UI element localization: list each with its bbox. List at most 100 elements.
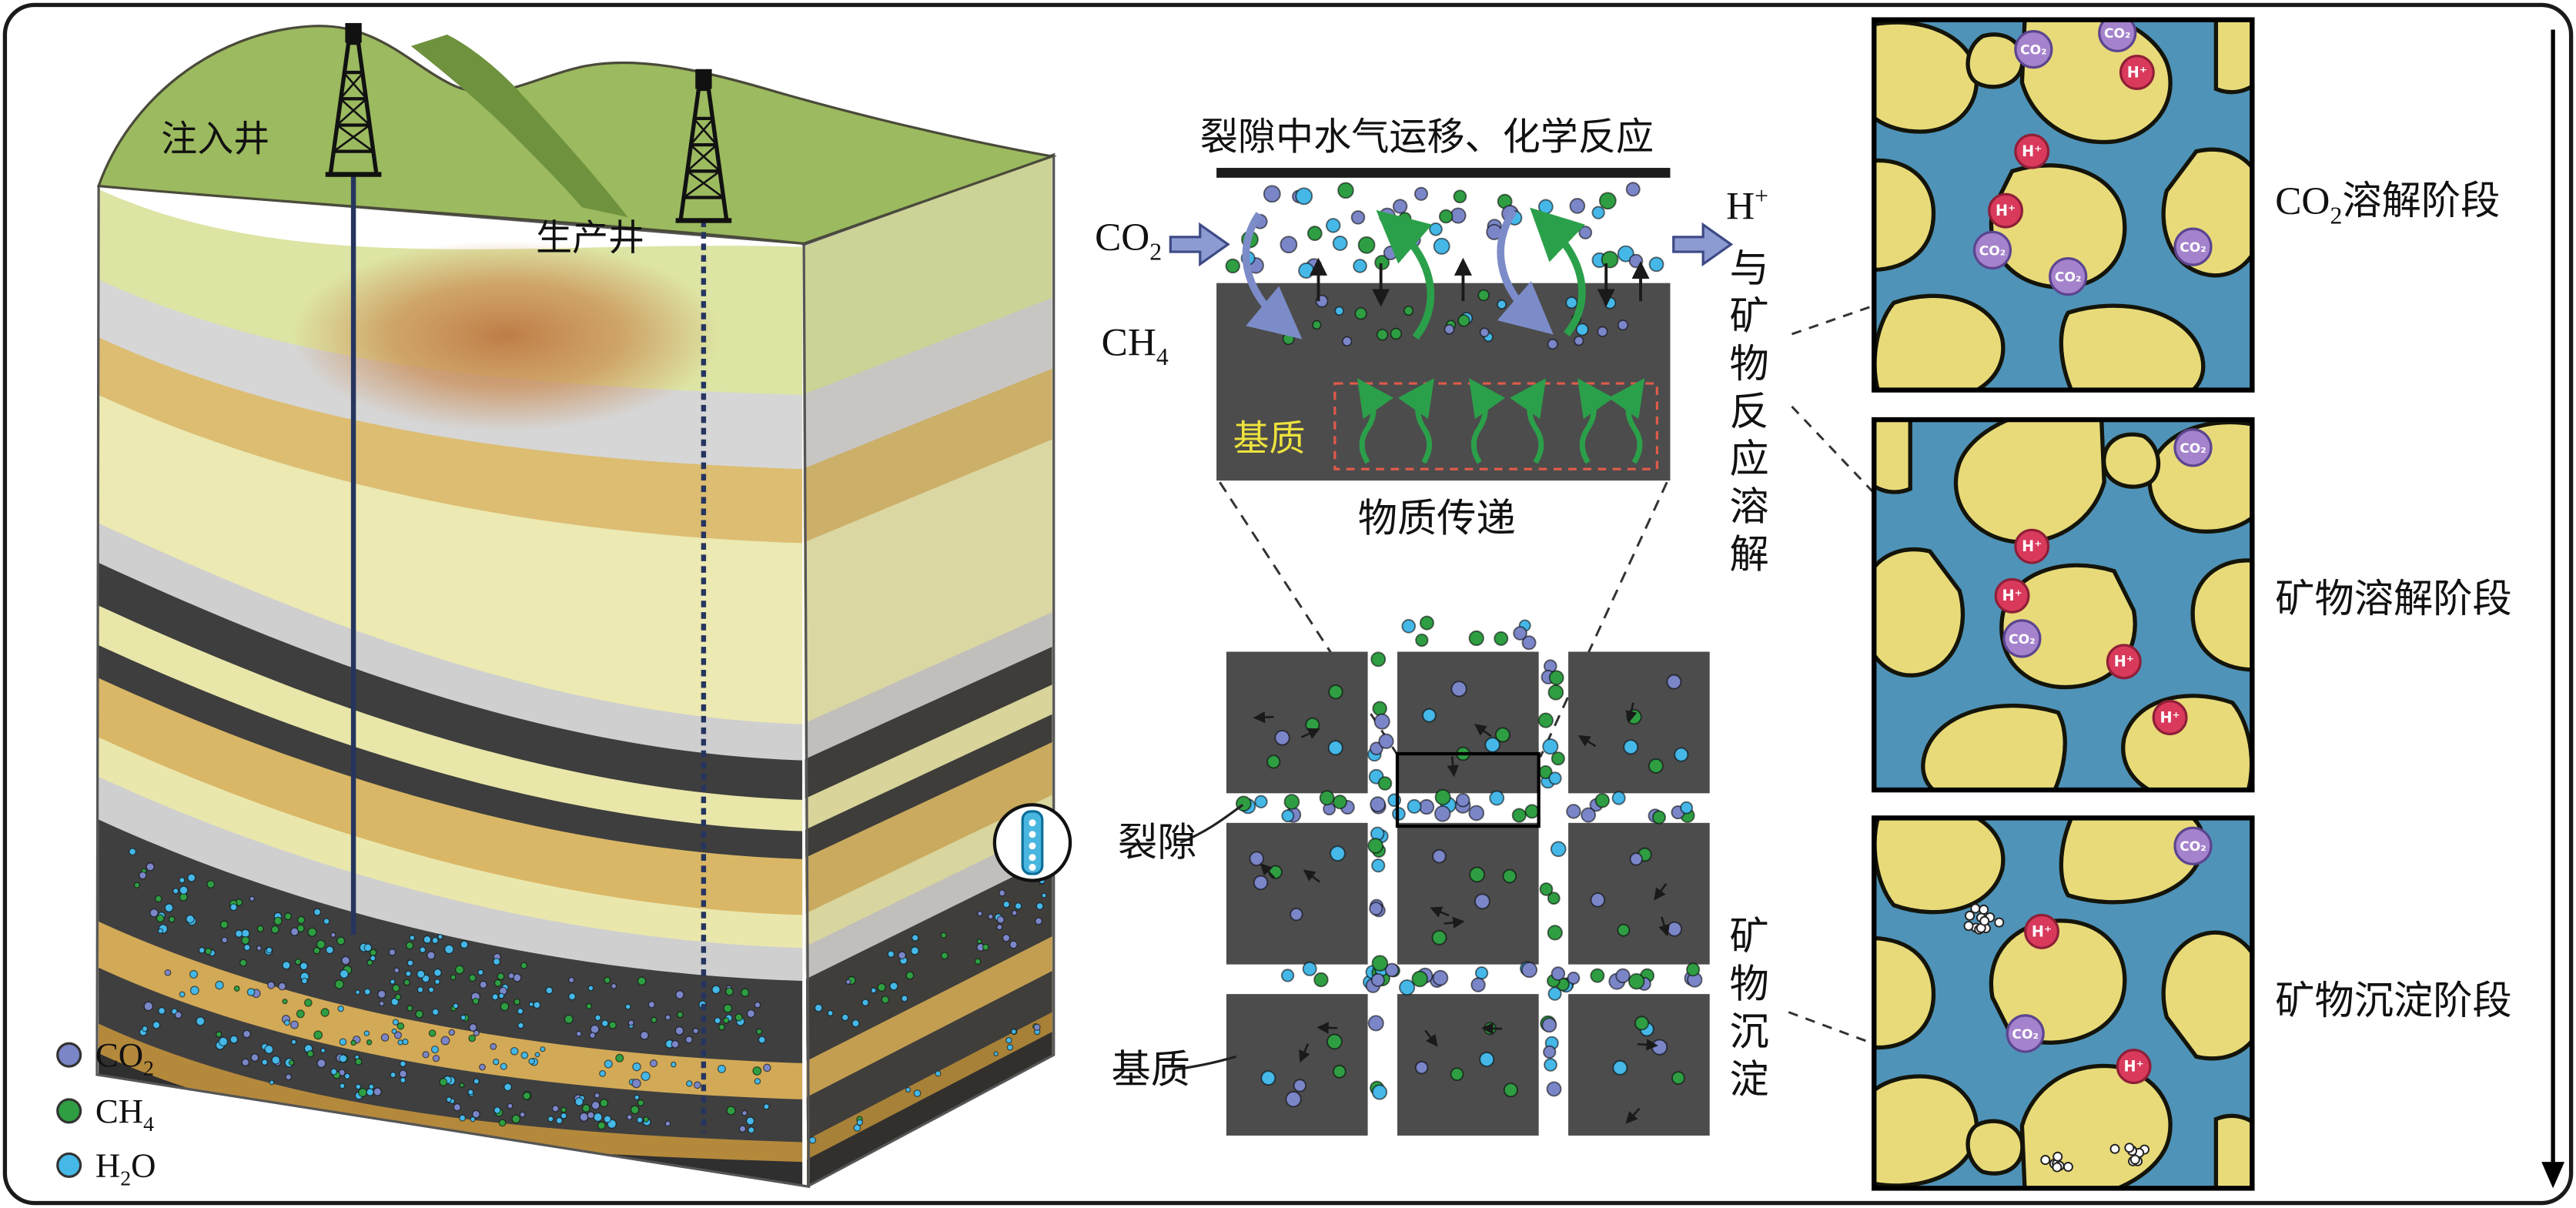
gas-dot xyxy=(1521,962,1538,979)
gas-dot xyxy=(1565,296,1578,310)
transport-arrow xyxy=(1577,735,1597,748)
gas-dot xyxy=(1390,327,1402,340)
gas-dot xyxy=(1415,633,1429,648)
gas-dot xyxy=(406,1005,413,1012)
gas-dot xyxy=(814,1003,823,1012)
diffusion-arrow xyxy=(1397,378,1434,464)
gas-dot xyxy=(601,1019,609,1027)
gas-dot xyxy=(1280,236,1298,254)
gas-dot xyxy=(1009,940,1018,949)
gas-dot xyxy=(1537,199,1554,215)
gas-dot xyxy=(1290,907,1303,922)
gas-dot xyxy=(1313,972,1329,988)
gas-dot xyxy=(587,985,594,992)
gas-dot xyxy=(390,979,396,985)
gas-dot xyxy=(306,1050,314,1058)
gas-dot xyxy=(1574,336,1584,346)
gas-dot xyxy=(941,952,948,960)
gas-dot xyxy=(1625,182,1641,197)
gas-dot xyxy=(745,1116,755,1126)
gas-dot xyxy=(507,1103,514,1109)
gas-dot xyxy=(363,943,373,952)
gas-dot xyxy=(479,980,487,989)
transport-arrow xyxy=(1300,728,1320,739)
gas-dot xyxy=(179,991,186,998)
gas-dot xyxy=(1302,961,1317,976)
fracture-leader-line xyxy=(1179,803,1244,844)
fracture-gas-dots xyxy=(1225,182,1664,279)
gas-dot xyxy=(1422,708,1437,723)
gas-dot xyxy=(1434,805,1451,822)
gas-dot xyxy=(1537,712,1554,728)
gas-dot xyxy=(391,1028,397,1035)
gas-dot xyxy=(406,959,414,966)
gas-dot xyxy=(264,1044,274,1054)
gas-dot xyxy=(1330,845,1346,862)
gas-dot xyxy=(431,1008,440,1016)
gas-dot xyxy=(1398,212,1412,226)
gas-dot xyxy=(440,1036,450,1046)
p2-molecules: CO₂ CO₂ H⁺ H⁺ H⁺ H⁺ xyxy=(1994,428,2213,735)
gas-dot xyxy=(1543,1045,1557,1059)
terrain-gully xyxy=(410,34,628,218)
transport-arrow xyxy=(1444,916,1465,929)
svg-text:H⁺: H⁺ xyxy=(2032,922,2052,940)
gas-dot xyxy=(1544,1058,1557,1072)
transport-arrow xyxy=(1658,916,1671,937)
precipitate-dot xyxy=(2129,1154,2140,1165)
matrix-cell xyxy=(1568,822,1710,965)
p3-molecules: CO₂ CO₂ H⁺ H⁺ xyxy=(2006,826,2213,1085)
gas-dot xyxy=(993,1051,999,1056)
gas-dot xyxy=(341,955,350,965)
gas-dot xyxy=(636,1116,644,1123)
gas-dot xyxy=(490,1042,497,1050)
gas-dot xyxy=(500,1062,507,1070)
gas-dot xyxy=(1578,226,1593,239)
gas-dot xyxy=(977,910,983,917)
gas-dot xyxy=(1370,972,1385,988)
gas-dot xyxy=(1547,338,1558,350)
pore-stage-panel-3: CO₂ CO₂ H⁺ H⁺ xyxy=(1851,800,2269,1189)
gas-dot xyxy=(579,1112,589,1122)
gas-dot xyxy=(1041,892,1047,898)
gas-dot xyxy=(290,1039,297,1045)
gas-dot xyxy=(1376,329,1389,341)
gas-dot xyxy=(397,1039,404,1046)
gas-dot xyxy=(500,1002,510,1012)
gas-dot xyxy=(1337,182,1354,199)
diffusion-arrow xyxy=(1469,378,1506,464)
gas-dot xyxy=(233,985,240,992)
gas-dot xyxy=(913,1089,922,1097)
svg-text:H⁺: H⁺ xyxy=(1996,202,2016,219)
transport-arrow xyxy=(1654,882,1668,901)
gas-dot xyxy=(400,1076,406,1083)
transport-arrow xyxy=(1430,906,1450,918)
gas-dot xyxy=(1617,320,1629,331)
gas-dot xyxy=(403,979,410,986)
gas-dot xyxy=(1033,1023,1041,1031)
gas-dot xyxy=(1327,740,1343,756)
gas-dot xyxy=(1628,253,1644,269)
gas-dot xyxy=(1548,771,1562,785)
gas-dot xyxy=(641,1071,651,1081)
gas-dot xyxy=(1010,1028,1017,1035)
gas-dot xyxy=(746,1009,755,1019)
gas-dot xyxy=(827,1009,834,1016)
svg-text:CO₂: CO₂ xyxy=(2020,43,2047,59)
gas-dot xyxy=(1253,875,1269,891)
gas-dot xyxy=(763,1103,770,1110)
precipitation-vertical-label: 矿物沉淀 xyxy=(1721,915,1765,1106)
gas-dot xyxy=(615,1053,624,1062)
mass-transfer-label: 物质传递 xyxy=(1357,498,1516,542)
gas-dot xyxy=(1590,892,1606,908)
precipitate-dot xyxy=(1965,910,1975,921)
gas-dot xyxy=(299,962,308,971)
gas-dot xyxy=(1419,615,1434,631)
gas-dot xyxy=(1399,979,1416,996)
gas-dot xyxy=(323,918,330,925)
gas-dot xyxy=(1628,972,1645,990)
matrix-cell xyxy=(1226,994,1368,1136)
gas-dot xyxy=(632,1062,641,1072)
gas-dot xyxy=(1626,708,1642,725)
